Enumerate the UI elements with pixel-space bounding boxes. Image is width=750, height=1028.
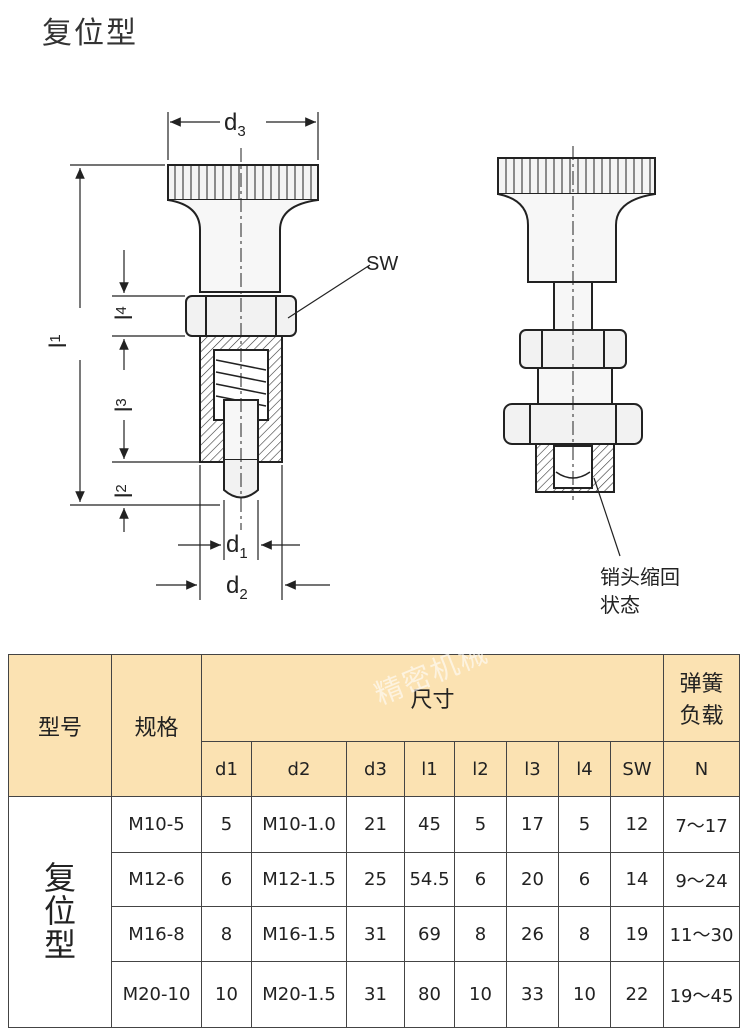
cell-n: 19～45 xyxy=(663,961,740,1028)
col-l1: l1 xyxy=(404,741,455,797)
cell-d3: 21 xyxy=(346,796,405,853)
svg-text:l1: l1 xyxy=(45,334,72,348)
svg-text:l4: l4 xyxy=(111,306,138,320)
cell-l2: 5 xyxy=(454,796,507,853)
cell-l3: 20 xyxy=(506,852,559,907)
svg-text:d1: d1 xyxy=(226,531,248,562)
table-row: 复位型 M10-5 5 M10-1.0 21 45 5 17 5 12 7～17 xyxy=(8,796,740,1028)
col-n: N xyxy=(663,741,740,797)
cell-l3: 33 xyxy=(506,961,559,1028)
cell-n: 9～24 xyxy=(663,852,740,907)
retracted-label-line1: 销头缩回 xyxy=(600,565,680,589)
table-row: M20-10 10 M20-1.5 31 80 10 33 10 22 19～4… xyxy=(9,961,740,1028)
cell-sw: 22 xyxy=(610,961,664,1028)
right-pin-drawing xyxy=(497,157,656,493)
cell-l4: 8 xyxy=(558,906,611,962)
cell-n: 11～30 xyxy=(663,906,740,962)
spec-table: 型号 规格 尺寸 弹簧负载 d1 d2 d3 l1 l2 l3 l4 SW N … xyxy=(8,654,740,1028)
header-spec: 规格 xyxy=(111,654,202,797)
cell-l2: 8 xyxy=(454,906,507,962)
label-d1: d xyxy=(226,531,239,558)
label-l2: l xyxy=(111,493,138,498)
cell-sw: 14 xyxy=(610,852,664,907)
cell-d3: 31 xyxy=(346,961,405,1028)
cell-d1: 10 xyxy=(201,961,252,1028)
cell-d2: M12-1.5 xyxy=(251,852,347,907)
cell-l1: 45 xyxy=(404,796,455,853)
cell-d1: 8 xyxy=(201,906,252,962)
col-d2: d2 xyxy=(251,741,347,797)
cell-l4: 10 xyxy=(558,961,611,1028)
cell-spec: M16-8 xyxy=(111,906,202,962)
label-l1: l xyxy=(45,343,72,348)
table-row: M16-8 8 M16-1.5 31 69 8 26 8 19 11～30 xyxy=(9,906,740,962)
cell-l1: 54.5 xyxy=(404,852,455,907)
header-model: 型号 xyxy=(8,654,112,797)
svg-text:l3: l3 xyxy=(111,398,138,412)
table-row: M12-6 6 M12-1.5 25 54.5 6 20 6 14 9～24 xyxy=(9,852,740,907)
label-d2: d xyxy=(226,572,239,599)
cell-l2: 6 xyxy=(454,852,507,907)
technical-drawing: d3 l1 l4 l3 l2 d1 d2 SW xyxy=(45,109,680,617)
cell-spec: M20-10 xyxy=(111,961,202,1028)
cell-sw: 12 xyxy=(610,796,664,853)
col-d3: d3 xyxy=(346,741,405,797)
cell-d3: 31 xyxy=(346,906,405,962)
cell-d3: 25 xyxy=(346,852,405,907)
col-l2: l2 xyxy=(454,741,507,797)
cell-d2: M20-1.5 xyxy=(251,961,347,1028)
dimension-lines xyxy=(70,112,371,600)
cell-sw: 19 xyxy=(610,906,664,962)
header-size: 尺寸 xyxy=(201,654,664,742)
cell-n: 7～17 xyxy=(663,796,740,853)
cell-l1: 69 xyxy=(404,906,455,962)
svg-text:d3: d3 xyxy=(224,109,246,140)
label-l4: l xyxy=(111,315,138,320)
cell-l3: 26 xyxy=(506,906,559,962)
header-spring: 弹簧负载 xyxy=(663,654,740,742)
label-l3: l xyxy=(111,407,138,412)
cell-d1: 6 xyxy=(201,852,252,907)
cell-l3: 17 xyxy=(506,796,559,853)
col-sw: SW xyxy=(610,741,664,797)
label-sw: SW xyxy=(366,253,398,275)
col-d1: d1 xyxy=(201,741,252,797)
cell-l4: 5 xyxy=(558,796,611,853)
svg-text:l2: l2 xyxy=(111,484,138,498)
svg-text:d2: d2 xyxy=(226,572,248,603)
cell-spec: M10-5 xyxy=(111,796,202,853)
label-d3: d xyxy=(224,109,237,136)
page-title: 复位型 xyxy=(42,16,138,51)
group-label: 复位型 xyxy=(8,796,112,1028)
cell-spec: M12-6 xyxy=(111,852,202,907)
cell-d2: M16-1.5 xyxy=(251,906,347,962)
cell-l1: 80 xyxy=(404,961,455,1028)
left-pin-drawing xyxy=(167,164,319,499)
retracted-label-line2: 状态 xyxy=(600,593,640,617)
cell-d1: 5 xyxy=(201,796,252,853)
cell-l4: 6 xyxy=(558,852,611,907)
col-l3: l3 xyxy=(506,741,559,797)
cell-l2: 10 xyxy=(454,961,507,1028)
col-l4: l4 xyxy=(558,741,611,797)
cell-d2: M10-1.0 xyxy=(251,796,347,853)
